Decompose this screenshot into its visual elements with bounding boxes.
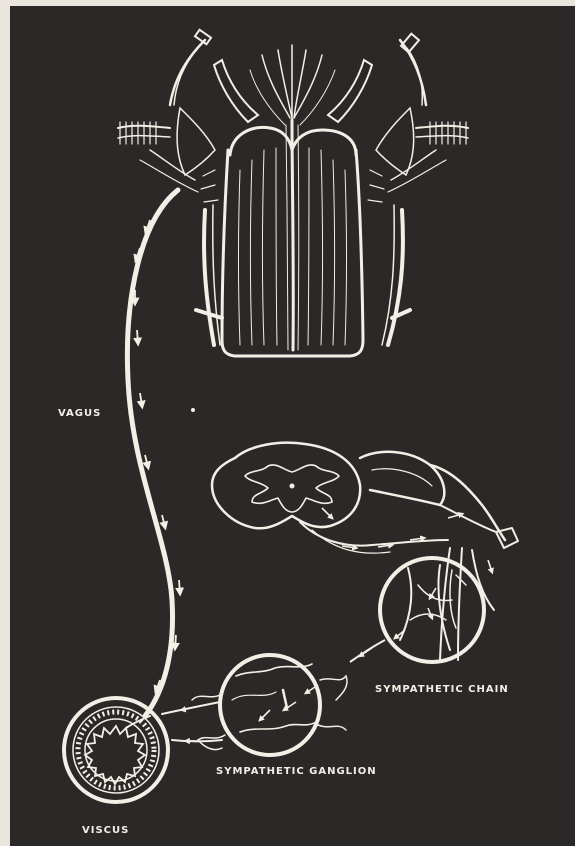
stray-dot	[191, 408, 195, 412]
flow-arrow	[137, 330, 138, 343]
flow-arrow	[175, 635, 176, 648]
label-vagus: VAGUS	[58, 408, 101, 419]
label-sympathetic-ganglion: SYMPATHETIC GANGLION	[216, 766, 377, 777]
flow-arrow	[179, 580, 180, 593]
label-viscus: VISCUS	[82, 825, 129, 836]
label-sympathetic-chain: SYMPATHETIC CHAIN	[375, 684, 509, 695]
